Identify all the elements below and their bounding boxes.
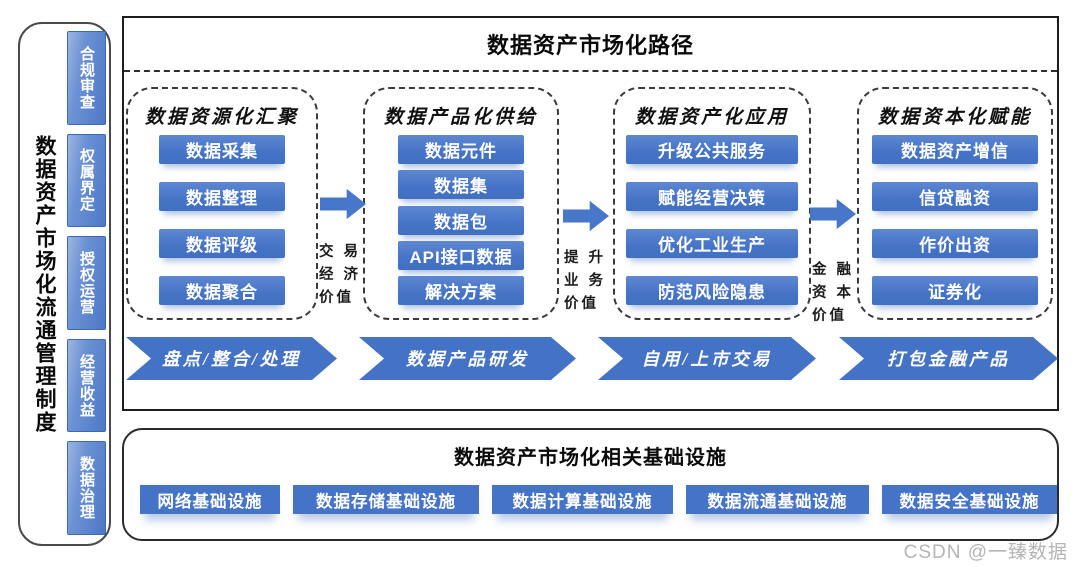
node-data-aggregation: 数据聚合 [159,276,285,305]
connector-label-trade-economic-value: 交 易 经 济 价值 [319,244,362,307]
group-data-assetization-application: 数据资产化应用 升级公共服务 赋能经营决策 优化工业生产 防范风险隐患 [613,87,811,320]
group-item-list: 数据元件 数据集 数据包 API接口数据 解决方案 [398,135,524,305]
watermark: CSDN @一臻数据 [903,542,1068,563]
group-item-list: 数据资产增信 信贷融资 作价出资 证券化 [872,135,1038,305]
node-prevent-risks: 防范风险隐患 [626,276,798,305]
group-data-productization-supply: 数据产品化供给 数据元件 数据集 数据包 API接口数据 解决方案 [363,87,559,320]
marketization-path-title: 数据资产市场化路径 [124,18,1057,72]
node-upgrade-public-services: 升级公共服务 [626,135,798,164]
connector-label-business-value: 提 升 业 务 价值 [564,250,607,313]
stage-chevron-product-development: 数据产品研发 [359,337,576,380]
node-credit-financing: 信贷融资 [872,182,1038,211]
group-item-list: 数据采集 数据整理 数据评级 数据聚合 [159,135,285,305]
node-data-rating: 数据评级 [159,229,285,258]
node-data-component: 数据元件 [398,135,524,164]
node-data-collection: 数据采集 [159,135,285,164]
node-empower-business-decisions: 赋能经营决策 [626,182,798,211]
sidebar-item-operating-income: 经营收益 [67,338,106,433]
stage-chevron-packaged-financial-products: 打包金融产品 [839,337,1058,380]
group-data-resource-aggregation: 数据资源化汇聚 数据采集 数据整理 数据评级 数据聚合 [126,87,318,320]
node-solution: 解决方案 [398,276,524,305]
infra-data-circulation: 数据流通基础设施 [686,485,869,514]
node-api-data: API接口数据 [398,240,524,270]
infra-data-computing: 数据计算基础设施 [492,485,673,514]
sidebar-item-authorized-operation: 授权运营 [67,236,106,330]
node-capital-contribution: 作价出资 [872,229,1038,258]
node-data-asset-credit-enhancement: 数据资产增信 [872,135,1038,164]
group-title: 数据产品化供给 [383,107,538,128]
group-title: 数据资本化赋能 [877,107,1032,128]
node-securitization: 证券化 [872,276,1038,305]
sidebar-item-ownership-definition: 权属界定 [67,133,106,228]
management-system-title: 数据资产市场化流通管理制度 [33,134,56,434]
node-data-cleaning: 数据整理 [159,182,285,211]
infrastructure-item-list: 网络基础设施 数据存储基础设施 数据计算基础设施 数据流通基础设施 数据安全基础… [140,485,1057,514]
stage-chevron-inventory-integration: 盘点/整合/处理 [126,337,337,380]
sidebar-item-data-governance: 数据治理 [67,441,106,535]
group-item-list: 升级公共服务 赋能经营决策 优化工业生产 防范风险隐患 [626,135,798,305]
connector-label-financial-capital-value: 金 融 资 本 价值 [812,262,855,325]
management-system-item-list: 合规审查 权属界定 授权运营 经营收益 数据治理 [67,31,106,535]
management-system-panel: 数据资产市场化流通管理制度 合规审查 权属界定 授权运营 经营收益 数据治理 [18,22,111,546]
stage-chevron-self-use-listing: 自用/上市交易 [598,337,816,380]
infrastructure-title: 数据资产市场化相关基础设施 [454,447,727,469]
group-data-capitalization-empowerment: 数据资本化赋能 数据资产增信 信贷融资 作价出资 证券化 [857,87,1053,320]
sidebar-item-compliance-review: 合规审查 [67,31,106,125]
node-optimize-industrial-production: 优化工业生产 [626,229,798,258]
infrastructure-panel: 数据资产市场化相关基础设施 网络基础设施 数据存储基础设施 数据计算基础设施 数… [122,428,1059,541]
infra-data-security: 数据安全基础设施 [882,485,1057,514]
group-title: 数据资产化应用 [634,107,789,128]
group-title: 数据资源化汇聚 [144,107,299,128]
infra-network: 网络基础设施 [140,485,280,514]
infra-data-storage: 数据存储基础设施 [293,485,479,514]
node-data-package: 数据包 [398,205,524,235]
node-dataset: 数据集 [398,170,524,200]
